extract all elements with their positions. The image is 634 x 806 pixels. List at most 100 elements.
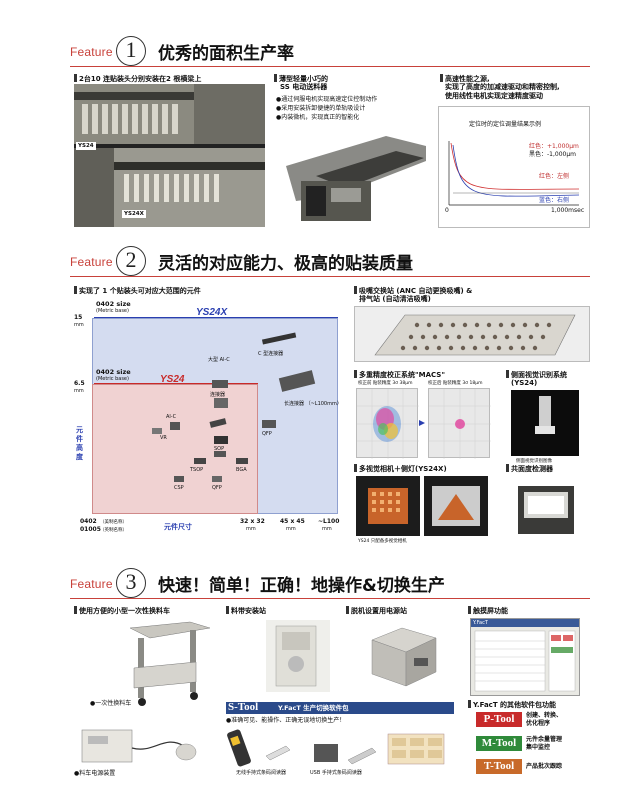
stool-title: Y.FacT 生产切换软件包 [278, 704, 349, 712]
panel-title: 触摸屏功能 [468, 606, 508, 616]
mtool-badge: M-Tool [476, 736, 522, 751]
caption: 侧面视觉识别图像 [516, 459, 552, 464]
feature-number: 2 [116, 246, 146, 276]
component-label: QFP [262, 431, 272, 437]
ttool-badge: T-Tool [476, 759, 522, 774]
caption: USB 手持式条码阅读器 [310, 770, 362, 776]
panel-title: 高速性能之源, [440, 74, 490, 84]
touchscreen-screenshot: Y.FacT [470, 618, 580, 696]
photo-label: ●一次性换料车 [90, 700, 132, 707]
panel-title-line2: (YS24) [511, 379, 538, 387]
axis-tick: 1,000msec [551, 207, 585, 214]
component-label: SOP [214, 446, 225, 452]
tool-desc: 优化程序 [526, 720, 551, 727]
feature-label: Feature [70, 45, 113, 59]
barcode-readers-photo [226, 726, 456, 770]
divider [70, 276, 590, 277]
range-name: YS24X [196, 307, 228, 318]
trolley-photo [110, 618, 214, 708]
component-label: 大型 Al-C [208, 357, 230, 363]
screen-title: Y.FacT [473, 620, 488, 626]
panel-title-line2: SS 电动送料器 [280, 83, 328, 91]
tool-desc: 集中监控 [526, 744, 551, 751]
power-unit-photo [74, 724, 204, 772]
screen-titlebar [471, 619, 579, 627]
camera-image-2 [424, 476, 488, 536]
model-tag: YS24X [122, 210, 146, 218]
legend-entry: 黑色：-1,000μm [529, 151, 577, 158]
panel-title: 共面度检测器 [506, 464, 553, 474]
range-name: YS24 [160, 374, 185, 385]
size-base: (Metric base) [96, 308, 129, 314]
range-arrow [94, 383, 258, 384]
panel-title: 多重精度校正系统"MACS" [354, 370, 445, 380]
side-vision-image [511, 390, 579, 456]
component-label: 长连接器 （~L100mm） [284, 401, 342, 407]
x-tick: 45 x 45 [280, 518, 305, 525]
y-tick-unit: mm [74, 388, 84, 394]
feature-bullet: ●内装微机，实现真正的智能化 [276, 114, 360, 121]
ys24-range [92, 384, 258, 514]
model-tag: YS24 [76, 142, 96, 150]
panel-title-line3: 使用线性电机实现定速精度驱动 [445, 92, 543, 100]
x-tick: ~L100 [318, 518, 340, 525]
legend-entry: 红色：左侧 [539, 173, 570, 180]
feature-2-header: Feature 2 灵活的对应能力、极高的贴装质量 [70, 246, 590, 277]
feature-label: Feature [70, 255, 113, 269]
ptool-badge: P-Tool [476, 712, 522, 727]
machine-head-photo: YS24 YS24X [74, 84, 265, 227]
x-tick: 01005 [80, 526, 101, 533]
stool-description: ●准确可见、能操作、正确无误地切换生产！ [226, 717, 346, 724]
feature-1-header: Feature 1 优秀的面积生产率 [70, 36, 590, 67]
panel-title-line2: 实现了高度的加减速驱动和精密控制, [445, 83, 560, 91]
chart-title: 定位时的定位调量结果示例 [469, 121, 542, 128]
size-label: 0402 size [96, 368, 131, 376]
feature-label: Feature [70, 577, 113, 591]
caption: 无线手持式条码阅读器 [236, 770, 287, 776]
component-range-diagram: YS24X YS24 0402 size (Metric base) 0402 … [74, 296, 342, 544]
coplanarity-device-photo [514, 480, 578, 540]
panel-title: 使用方便的小型一次性换料车 [74, 606, 170, 616]
photo-label: ●料车电源装置 [74, 770, 116, 777]
stool-badge: S-Tool [228, 701, 259, 713]
camera-image-1 [356, 476, 420, 536]
y-tick: 15 [74, 314, 83, 321]
tool-desc: 创建、转换、 [526, 712, 563, 719]
tool-desc: 产品批次跟踪 [526, 763, 563, 770]
component-icons [152, 332, 316, 482]
accuracy-after-plot [428, 388, 491, 459]
range-arrow [94, 317, 338, 318]
positioning-chart: 定位时的定位调量结果示例 红色：+1,000μm 黑色：-1,000μm 红色：… [438, 106, 590, 228]
feature-title: 快速！简单！正确！地操作&切换生产 [158, 576, 445, 596]
feature-title: 优秀的面积生产率 [158, 44, 294, 64]
power-station-photo [362, 620, 442, 692]
component-label: C 型连接器 [258, 351, 284, 357]
feeder-photo [276, 126, 432, 226]
x-tick-unit: mm [246, 526, 256, 532]
legend-entry: 红色：+1,000μm [529, 143, 579, 150]
panel-title: Y.FacT 的其他软件包功能 [468, 700, 556, 710]
panel-title: 脱机设置用电源站 [346, 606, 407, 616]
legend-entry: 蓝色：右侧 [539, 197, 570, 204]
panel-title: 料带安装站 [226, 606, 266, 616]
tape-station-photo [266, 620, 330, 692]
x-tick: 0402 [80, 518, 97, 525]
x-tick: 32 x 32 [240, 518, 265, 525]
feature-title: 灵活的对应能力、极高的贴装质量 [158, 254, 413, 274]
size-label: 0402 size [96, 300, 131, 308]
component-label: 连接器 [210, 392, 226, 398]
accuracy-before-plot [356, 388, 419, 459]
panel-title: 实现了 1 个贴装头可对应大范围的元件 [74, 286, 201, 296]
x-tick-sub: （英制名称） [100, 528, 127, 533]
feature-bullet: ●采用安装拆卸便捷的单轨吸设计 [276, 105, 366, 112]
feature-number: 1 [116, 36, 146, 66]
feature-bullet: ●通过伺服电机实现高速定位控制动作 [276, 96, 378, 103]
feature-3-header: Feature 3 快速！简单！正确！地操作&切换生产 [70, 568, 590, 599]
tool-desc: 元件余量管理 [526, 736, 563, 743]
component-label: BGA [236, 467, 247, 473]
panel-title: 薄型轻量小巧的 [274, 74, 328, 84]
caption: YS24 只配备多视觉相机 [358, 539, 407, 544]
nozzle-station-photo [354, 306, 590, 362]
panel-title: 吸嘴交换站 (ANC 自动更换吸嘴) & [354, 286, 472, 296]
divider [70, 598, 590, 599]
